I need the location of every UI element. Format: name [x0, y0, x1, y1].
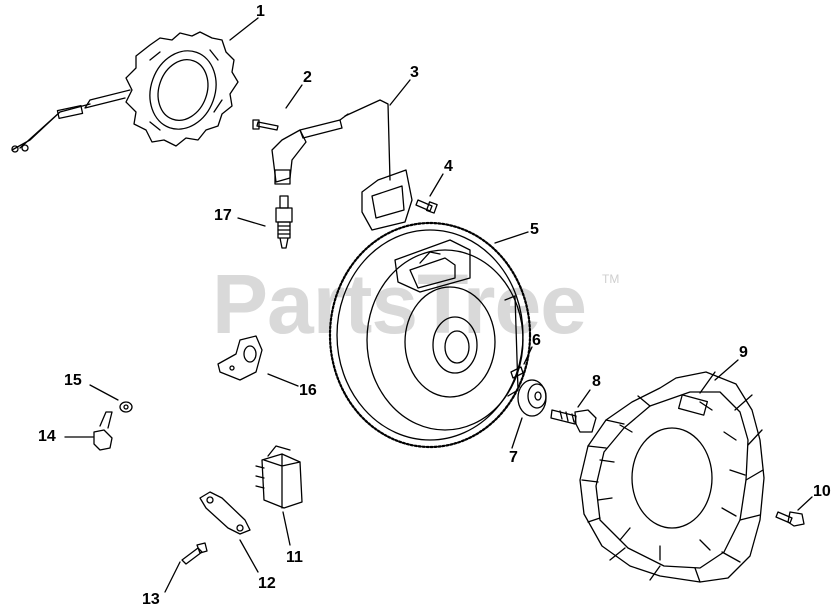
callout-4: 4: [444, 158, 453, 175]
callout-11: 11: [286, 549, 303, 566]
callout-14: 14: [38, 428, 56, 445]
callout-7: 7: [509, 449, 518, 466]
spark-plug-part: [275, 195, 293, 249]
leader-lines: [64, 17, 813, 593]
callout-6: 6: [532, 332, 541, 349]
ignition-module-part: [271, 99, 413, 231]
callout-15: 15: [64, 372, 82, 389]
bolt-part: [550, 409, 597, 433]
key-part: [510, 366, 524, 379]
screw-part-13: [181, 542, 208, 565]
bracket-part: [199, 491, 251, 535]
washer-part: [517, 379, 547, 417]
watermark-logo: PartsTree: [212, 257, 587, 351]
stator-part: [11, 31, 239, 153]
callout-5: 5: [530, 221, 539, 238]
callout-10: 10: [813, 483, 831, 500]
fan-part: [579, 371, 765, 583]
callout-8: 8: [592, 373, 601, 390]
callout-16: 16: [299, 382, 317, 399]
rectifier-part: [255, 445, 303, 509]
callout-17: 17: [214, 207, 232, 224]
cable-clip-part: [217, 335, 263, 381]
callout-1: 1: [256, 3, 265, 20]
flywheel-part: [328, 221, 532, 449]
watermark-trademark: TM: [602, 272, 620, 286]
callout-9: 9: [739, 344, 748, 361]
clamp-part-14: [93, 411, 113, 451]
callout-12: 12: [258, 575, 276, 592]
callout-2: 2: [303, 69, 312, 86]
screw-part-10: [775, 511, 805, 527]
callout-3: 3: [410, 64, 419, 81]
callout-13: 13: [142, 591, 160, 608]
screw-part-4: [415, 199, 438, 214]
nut-part: [119, 401, 133, 413]
screw-part-2: [252, 119, 279, 131]
